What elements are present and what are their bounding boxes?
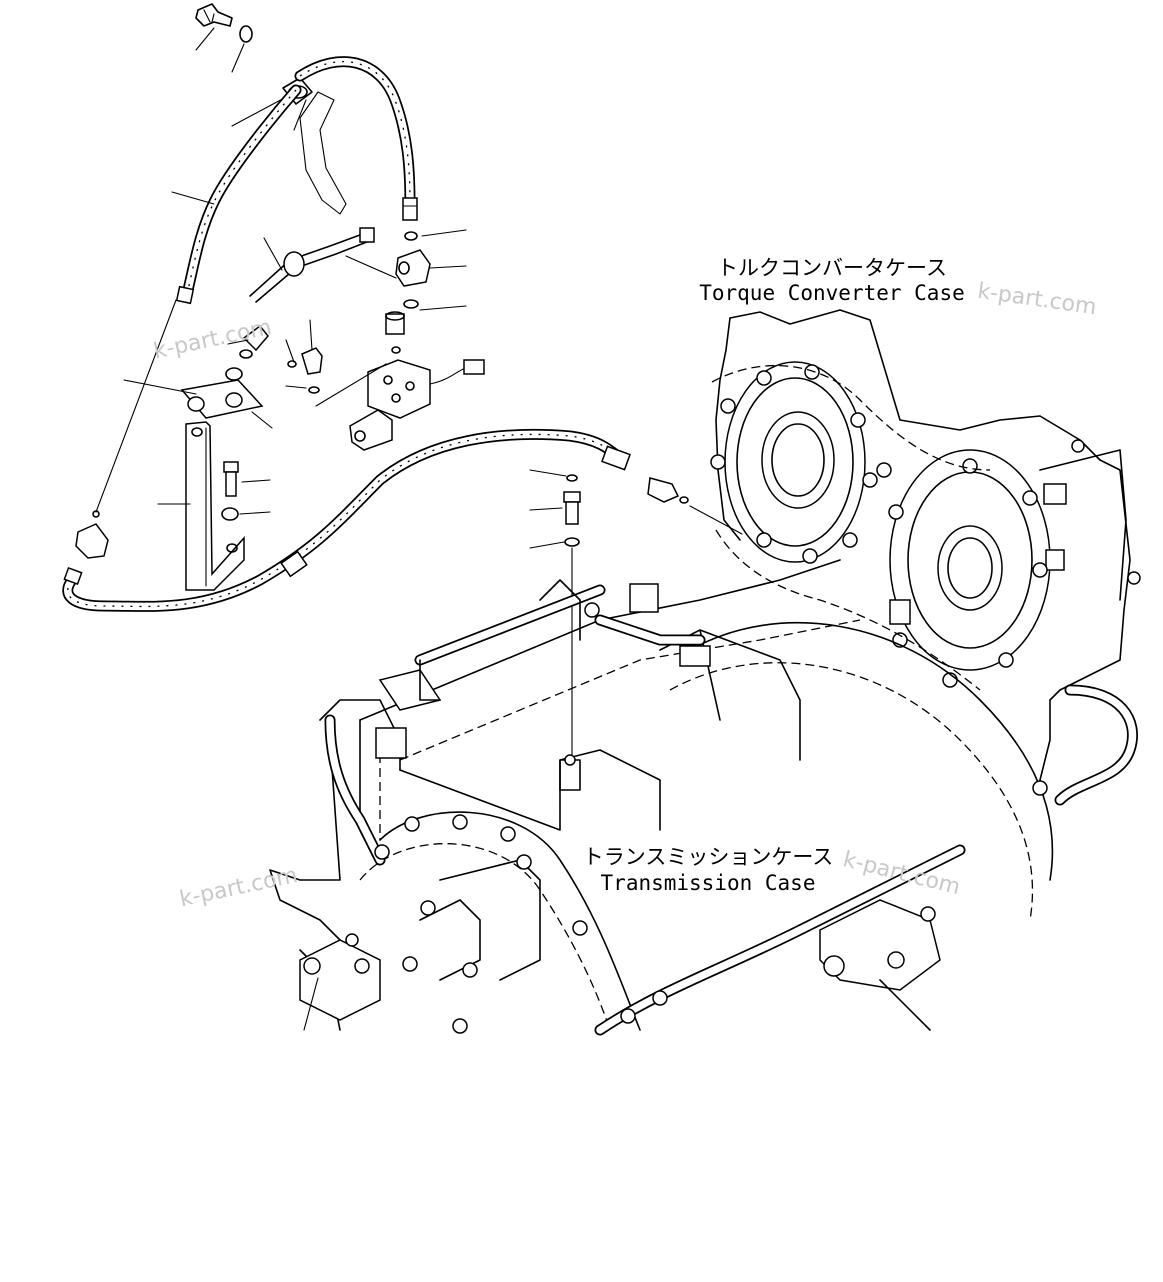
transmission-case-label-jp: トランスミッションケース xyxy=(583,845,834,869)
sensor-harness xyxy=(249,227,375,303)
watermark: k-part.com xyxy=(151,315,273,364)
mid-connector xyxy=(647,477,689,504)
torque-converter-case-label-en: Torque Converter Case xyxy=(699,281,965,305)
left-hose xyxy=(175,84,302,305)
arching-hose xyxy=(294,56,418,221)
torque-converter-case xyxy=(710,309,1141,781)
valve-block xyxy=(349,311,485,451)
watermark: k-part.com xyxy=(177,863,299,912)
oring-lower xyxy=(403,299,419,309)
transmission-case-label-en: Transmission Case xyxy=(601,871,816,895)
support-bracket xyxy=(185,421,245,591)
top-bolt xyxy=(195,3,233,27)
top-washer xyxy=(239,25,253,43)
oring-upper xyxy=(404,231,418,241)
lower-left-fitting xyxy=(75,523,109,559)
long-lower-hose xyxy=(62,428,631,612)
label-group: トルクコンバータケース Torque Converter Case トランスミッ… xyxy=(583,256,965,895)
small-fitting xyxy=(239,324,269,359)
torque-converter-case-label-jp: トルクコンバータケース xyxy=(717,256,947,280)
mount-bolt xyxy=(223,461,239,497)
elbow-fitting xyxy=(301,347,323,375)
exploded-parts-group xyxy=(62,3,743,761)
transmission-case xyxy=(269,559,1138,1036)
center-fitting xyxy=(563,491,581,525)
bracket-outline xyxy=(299,91,347,215)
tee-fitting xyxy=(395,249,431,287)
watermark: k-part.com xyxy=(976,279,1098,320)
washer-mid xyxy=(225,367,243,381)
clamp-plate xyxy=(180,379,264,419)
